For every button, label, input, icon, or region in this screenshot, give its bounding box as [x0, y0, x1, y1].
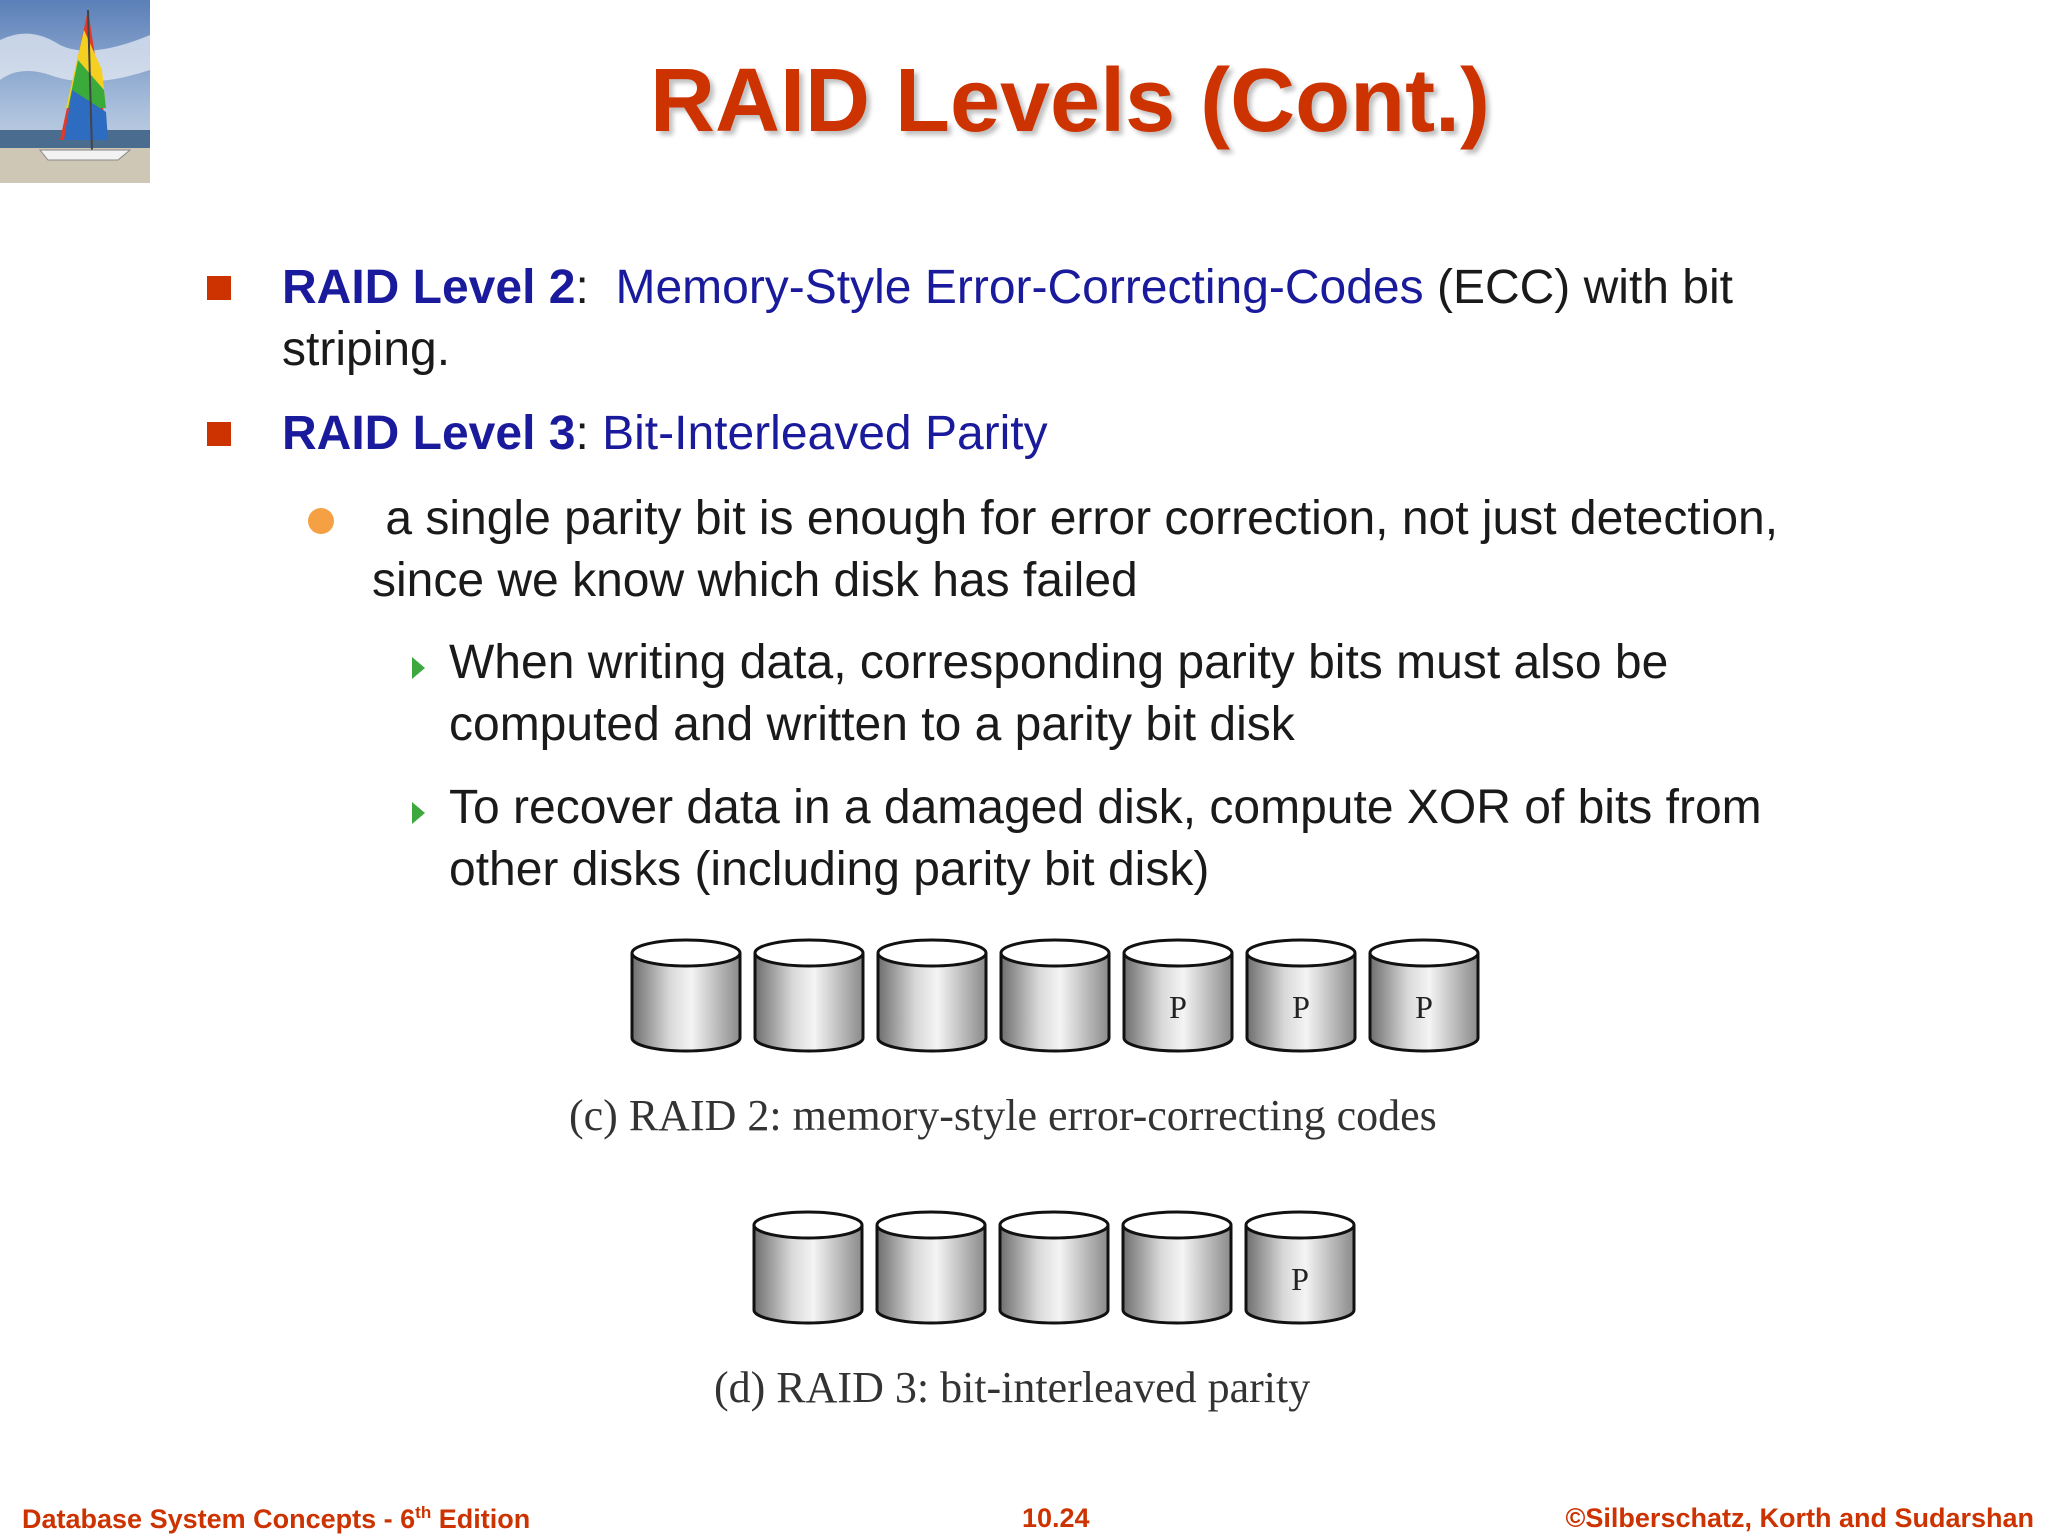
- footer-title-sup: th: [415, 1503, 432, 1522]
- sailboat-logo-icon: [0, 0, 150, 183]
- footer-book-title: Database System Concepts - 6th Edition: [22, 1503, 530, 1535]
- raid2-disk-4: [999, 938, 1111, 1053]
- raid2-disk-5: P: [1122, 938, 1234, 1053]
- raid3-disk-array: P: [752, 1210, 1356, 1325]
- raid2-disk-7: P: [1368, 938, 1480, 1053]
- dot-bullet-icon: [308, 508, 334, 534]
- raid3-disk-4: [1121, 1210, 1233, 1325]
- raid3-name: Bit-Interleaved Parity: [602, 407, 1048, 460]
- arrow-bullet-icon: [412, 802, 425, 824]
- square-bullet-icon: [207, 276, 231, 300]
- raid3-parity-label: P: [1291, 1261, 1309, 1297]
- footer-slide-number: 10.24: [1022, 1503, 1090, 1533]
- arrow-bullet-icon: [412, 657, 425, 679]
- raid2-parity-label: P: [1292, 989, 1310, 1025]
- sub-item-recover: To recover data in a damaged disk, compu…: [449, 781, 1762, 896]
- raid2-separator: :: [575, 261, 616, 314]
- raid2-disk-3: [876, 938, 988, 1053]
- raid2-disk-6: P: [1245, 938, 1357, 1053]
- raid2-disk-2: [753, 938, 865, 1053]
- raid2-figure-caption: (c) RAID 2: memory-style error-correctin…: [569, 1091, 1437, 1140]
- square-bullet-icon: [207, 422, 231, 446]
- raid3-disk-3: [998, 1210, 1110, 1325]
- raid3-disk-1: [752, 1210, 864, 1325]
- raid3-disk-2: [875, 1210, 987, 1325]
- footer-title-tail: Edition: [431, 1504, 531, 1534]
- raid2-keyword: RAID Level 2: [282, 261, 576, 314]
- raid3-figure-caption: (d) RAID 3: bit-interleaved parity: [714, 1363, 1311, 1412]
- bullet-raid-level-3: RAID Level 3: Bit-Interleaved Parity: [282, 403, 1842, 465]
- raid2-name: Memory-Style Error-Correcting-Codes: [615, 261, 1424, 314]
- footer-title-main: Database System Concepts - 6: [22, 1504, 416, 1534]
- raid2-description: (ECC) with bit striping.: [282, 261, 1733, 376]
- raid3-disk-5: P: [1244, 1210, 1356, 1325]
- raid3-separator: :: [575, 407, 603, 460]
- raid2-parity-label: P: [1415, 989, 1433, 1025]
- raid2-disk-1: [630, 938, 742, 1053]
- raid3-keyword: RAID Level 3: [282, 407, 576, 460]
- raid2-parity-label: P: [1169, 989, 1187, 1025]
- bullet-raid-level-2: RAID Level 2: Memory-Style Error-Correct…: [282, 257, 1842, 381]
- footer-copyright: ©Silberschatz, Korth and Sudarshan: [1565, 1503, 2034, 1533]
- slide-title: RAID Levels (Cont.): [649, 51, 1491, 151]
- sub-item-writing: When writing data, corresponding parity …: [449, 636, 1669, 751]
- sub-bullet-parity: a single parity bit is enough for error …: [372, 492, 1792, 607]
